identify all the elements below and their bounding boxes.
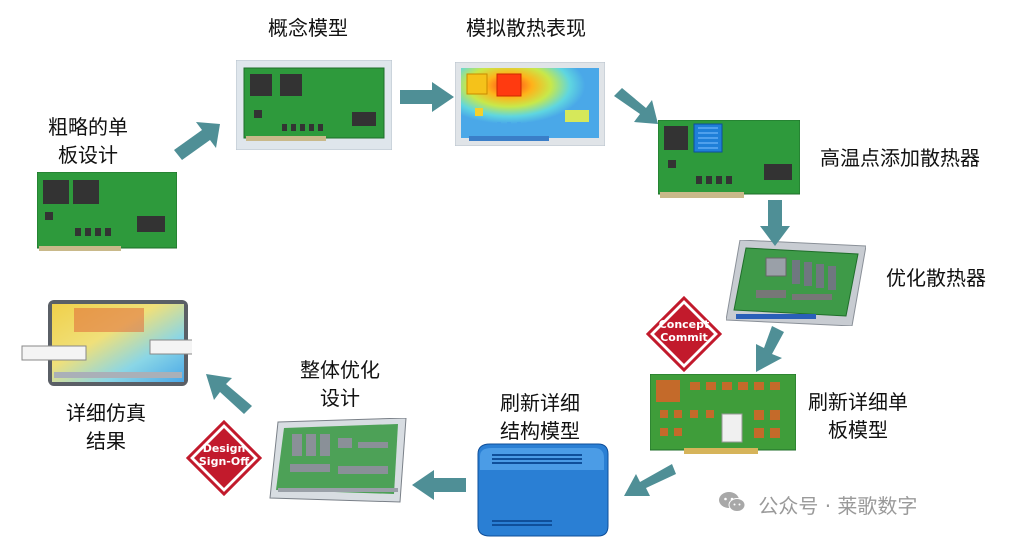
label-rough-board-line1: 粗略的单 xyxy=(48,115,128,139)
label-concept-model-text: 概念模型 xyxy=(268,16,348,40)
label-detailed-results: 详细仿真 结果 xyxy=(66,399,146,455)
label-global-optimize-line1: 整体优化 xyxy=(300,358,380,382)
design-signoff-line2: Sign-Off xyxy=(198,455,250,468)
arrow-3 xyxy=(614,88,658,124)
arrow-7 xyxy=(412,470,466,500)
concept-commit-line1: Concept xyxy=(658,318,710,331)
label-refresh-board-line1: 刷新详细单 xyxy=(808,390,908,414)
arrow-8 xyxy=(206,374,252,414)
concept-commit-line2: Commit xyxy=(660,331,708,344)
label-global-optimize-line2: 设计 xyxy=(320,386,360,410)
wechat-icon xyxy=(718,491,746,518)
detailed-board-image xyxy=(650,374,796,454)
arrow-2 xyxy=(400,82,454,112)
rough-board-image xyxy=(37,172,177,251)
design-signoff-text: Design Sign-Off xyxy=(186,442,262,468)
concept-commit-badge: Concept Commit xyxy=(646,296,722,372)
arrow-5 xyxy=(756,326,784,372)
label-add-heatsink-text: 高温点添加散热器 xyxy=(820,146,980,170)
label-simulate-thermal-text: 模拟散热表现 xyxy=(466,16,586,40)
watermark-text: 公众号 · 莱歌数字 xyxy=(758,494,918,518)
enclosure-image xyxy=(477,443,609,537)
detailed-results-image xyxy=(21,300,192,386)
arrow-6 xyxy=(624,464,676,496)
label-concept-model: 概念模型 xyxy=(268,14,348,42)
global-optimize-image xyxy=(269,418,407,503)
label-rough-board-line2: 板设计 xyxy=(58,143,118,167)
arrow-1 xyxy=(174,122,220,160)
label-simulate-thermal: 模拟散热表现 xyxy=(466,14,586,42)
concept-model-image xyxy=(236,60,392,150)
label-rough-board: 粗略的单 板设计 xyxy=(48,113,128,169)
label-refresh-board-line2: 板模型 xyxy=(828,418,888,442)
optimized-heatsink-image xyxy=(726,240,866,326)
heatsink-board-image xyxy=(658,120,800,198)
label-optimize-heatsink: 优化散热器 xyxy=(886,264,986,292)
label-add-heatsink: 高温点添加散热器 xyxy=(820,144,980,172)
label-refresh-structure: 刷新详细 结构模型 xyxy=(500,389,580,445)
watermark: 公众号 · 莱歌数字 xyxy=(718,490,917,519)
label-refresh-board: 刷新详细单 板模型 xyxy=(808,388,908,444)
label-global-optimize: 整体优化 设计 xyxy=(300,356,380,412)
design-signoff-badge: Design Sign-Off xyxy=(186,420,262,496)
thermal-simulation-image xyxy=(455,62,605,146)
concept-commit-text: Concept Commit xyxy=(646,318,722,344)
design-signoff-line1: Design xyxy=(202,442,246,455)
diamond-icon xyxy=(186,420,262,496)
arrow-4 xyxy=(760,200,790,246)
label-refresh-structure-line1: 刷新详细 xyxy=(500,391,580,415)
label-detailed-results-line1: 详细仿真 xyxy=(66,401,146,425)
label-detailed-results-line2: 结果 xyxy=(86,429,126,453)
label-refresh-structure-line2: 结构模型 xyxy=(500,419,580,443)
diamond-icon xyxy=(646,296,722,372)
label-optimize-heatsink-text: 优化散热器 xyxy=(886,266,986,290)
